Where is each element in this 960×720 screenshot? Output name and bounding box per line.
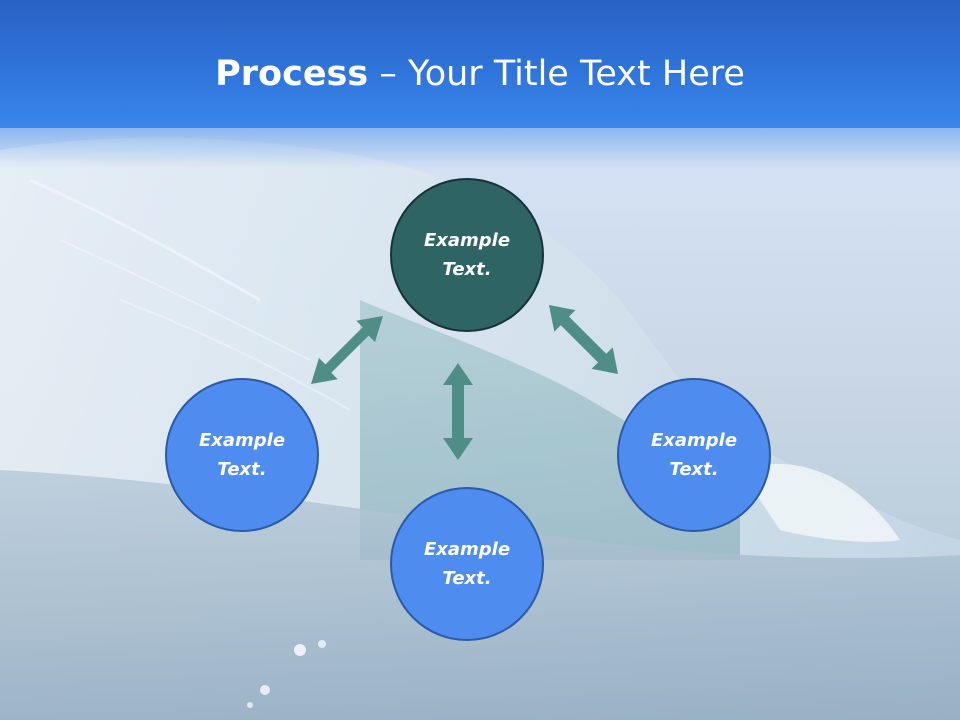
title-rest: Your Title Text Here [407,54,745,94]
double-arrow-vertical [443,363,473,460]
process-node-top-label: Example Text. [423,230,511,280]
process-node-right[interactable]: Example Text. [617,378,771,532]
double-arrow-upper-right [549,305,618,374]
process-node-bottom-label: Example Text. [423,539,511,589]
title-bold-part: Process [215,54,369,94]
process-node-right-label: Example Text. [650,430,738,480]
process-node-left-label: Example Text. [198,430,286,480]
slide-title[interactable]: Process – Your Title Text Here [0,52,960,96]
title-dash: – [368,54,408,94]
title-bar-fade [0,128,960,168]
process-node-left[interactable]: Example Text. [165,378,319,532]
double-arrow-upper-left [311,316,383,384]
process-node-bottom[interactable]: Example Text. [390,487,544,641]
process-node-top[interactable]: Example Text. [390,178,544,332]
title-bar [0,0,960,128]
